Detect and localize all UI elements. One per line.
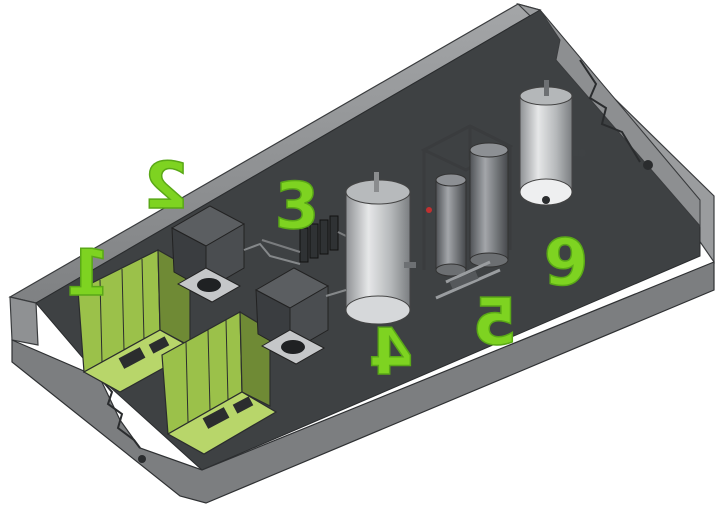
filter-cartridges <box>243 215 347 265</box>
callout-labels: 1 2 3 4 5 6 <box>65 149 589 391</box>
cutaway-edge-right <box>579 59 641 163</box>
callout-4: 4 <box>369 316 414 390</box>
cube-unit-b <box>254 267 330 365</box>
wall-port-right <box>643 160 653 170</box>
callout-1: 1 <box>66 237 111 311</box>
callout-6: 6 <box>544 222 589 296</box>
callout-3: 3 <box>275 170 320 244</box>
cutaway-edge-left <box>99 377 141 449</box>
callout-2: 2 <box>144 150 189 224</box>
callout-5: 5 <box>473 286 518 360</box>
wall-port-left <box>138 455 146 463</box>
cabinet-module-a <box>77 248 198 393</box>
storage-tank <box>325 172 416 325</box>
cabinet-module-b <box>161 310 278 455</box>
twin-tank-skid <box>420 124 514 300</box>
left-end-wall <box>9 296 39 346</box>
vertical-vessel <box>519 80 586 206</box>
cube-unit-a <box>170 205 246 303</box>
front-wall <box>11 261 715 504</box>
